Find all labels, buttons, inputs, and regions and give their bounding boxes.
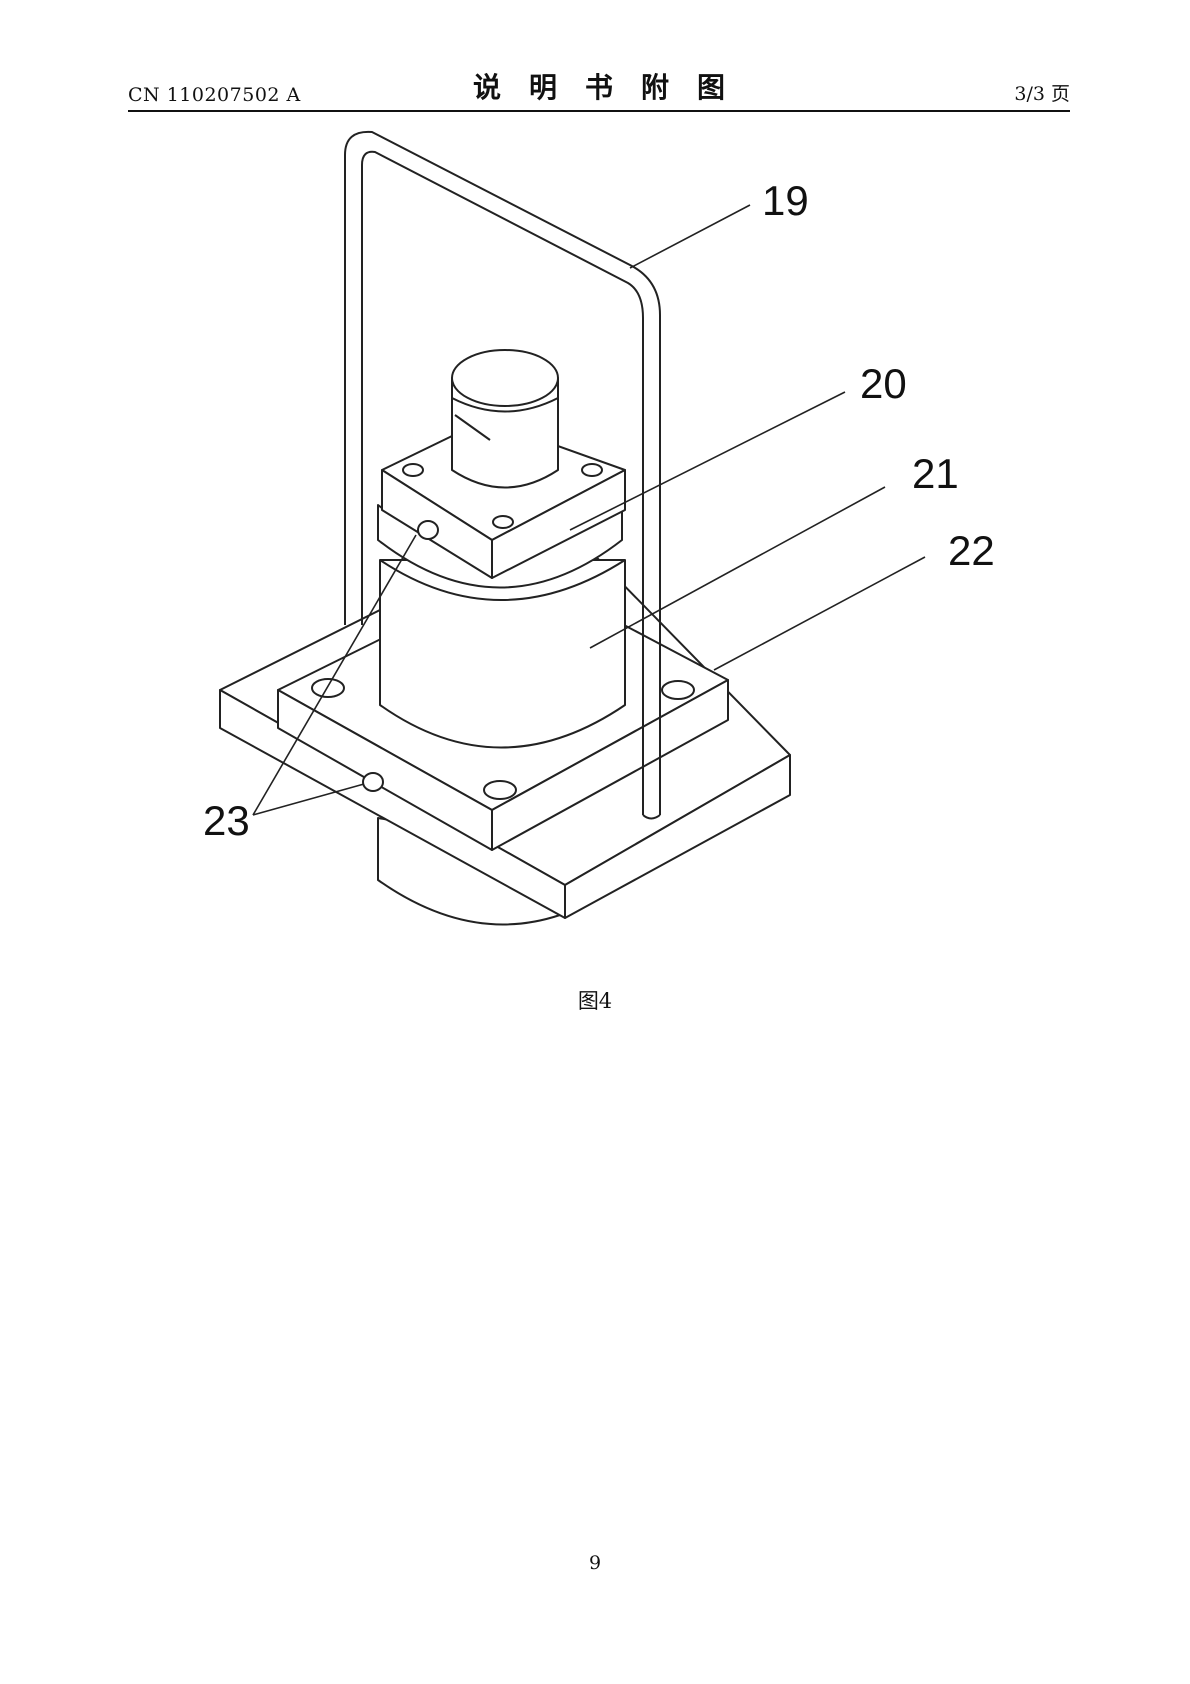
patent-drawing: 19 20 21 22 23 <box>0 120 1190 960</box>
page-count: 3/3 页 <box>1014 83 1070 105</box>
ref-label-22: 22 <box>948 527 995 574</box>
ref-label-20: 20 <box>860 360 907 407</box>
page-header: CN 110207502 A 说明书附图 3/3 页 <box>128 68 1070 112</box>
header-divider <box>128 110 1070 112</box>
page-title: 说明书附图 <box>472 71 753 104</box>
wire-handle <box>344 130 661 820</box>
ref-label-21: 21 <box>912 450 959 497</box>
top-boss <box>451 349 559 489</box>
drawing-canvas: 19 20 21 22 23 <box>203 130 995 926</box>
patent-number: CN 110207502 A <box>128 84 301 106</box>
leader-lines <box>252 204 926 816</box>
pins <box>362 520 439 792</box>
page-number: 9 <box>588 1552 602 1574</box>
ref-label-23: 23 <box>203 797 250 844</box>
figure-caption: 图4 <box>577 989 613 1013</box>
cylinder-body <box>379 559 626 749</box>
ref-label-19: 19 <box>762 177 809 224</box>
